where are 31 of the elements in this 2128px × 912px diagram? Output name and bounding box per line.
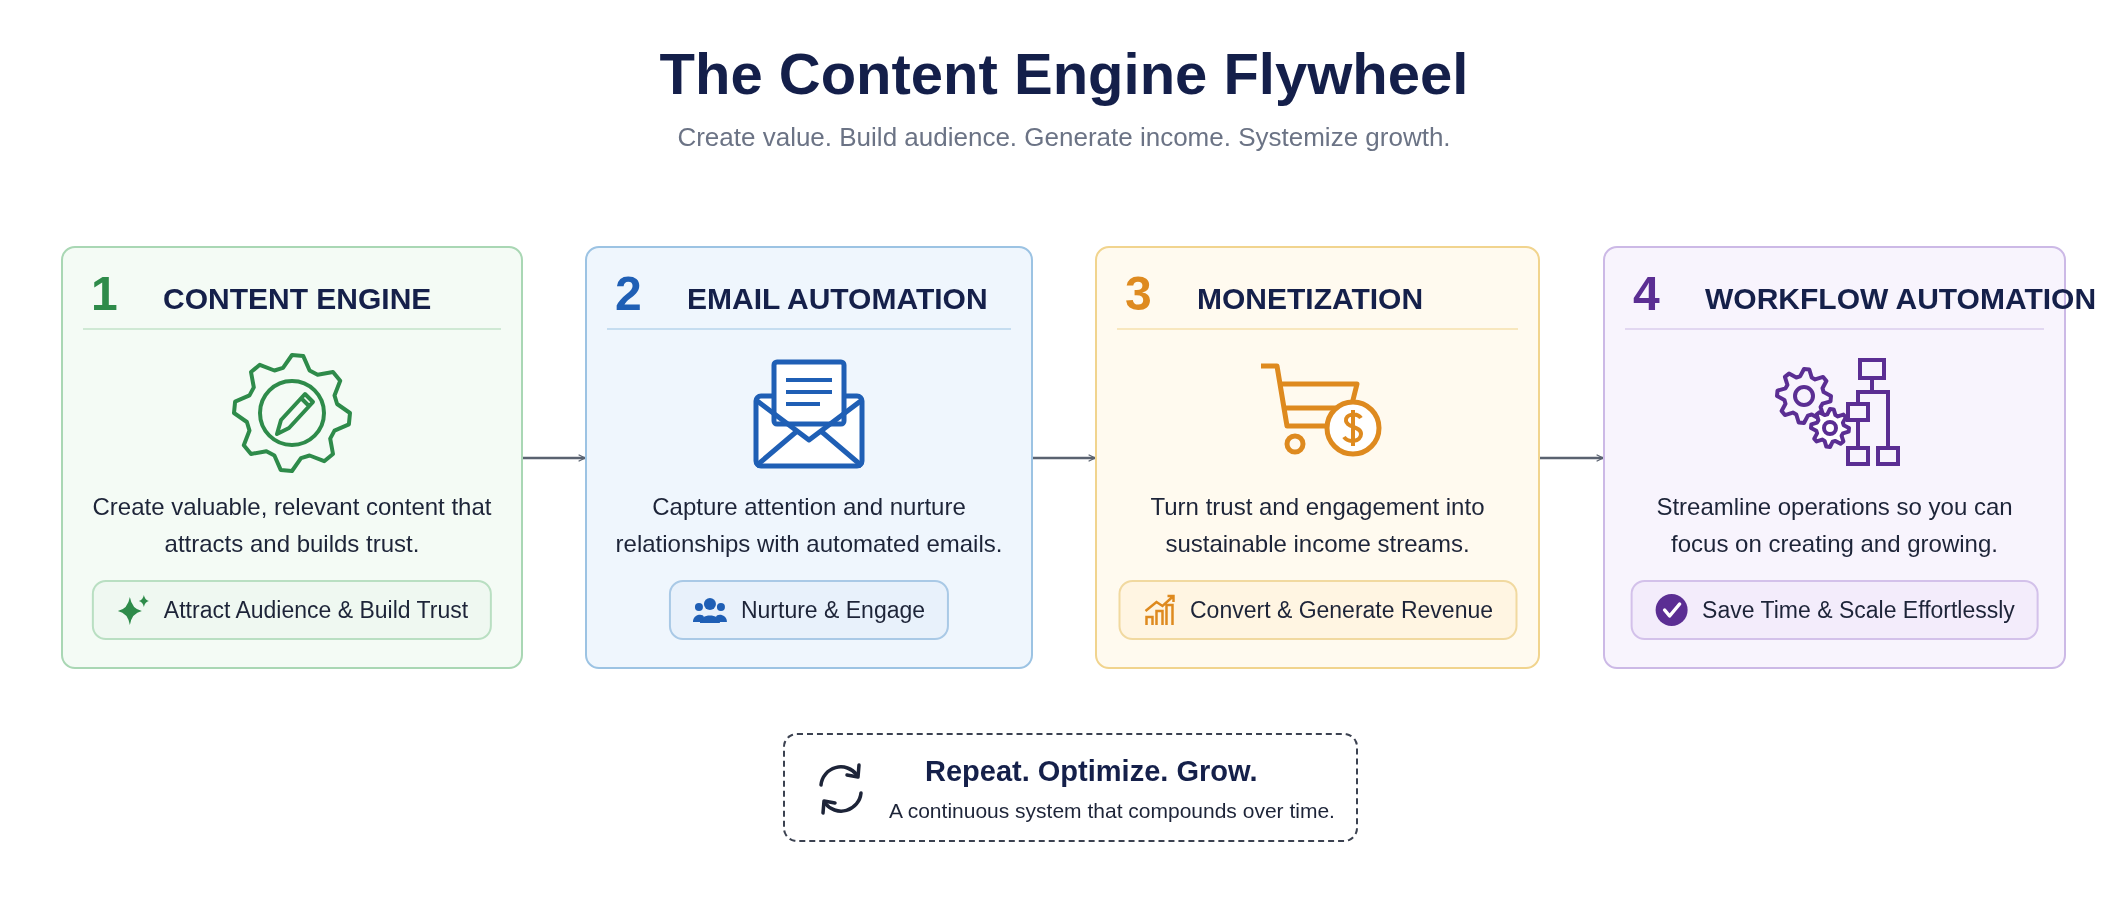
pill-label: Nurture & Engage <box>740 596 926 624</box>
step-description: Streamline operations so you can focus on creating and growing. <box>1655 492 2014 559</box>
pill-label: Convert & Generate Revenue <box>1190 596 1493 624</box>
pill-label: Save Time & Scale Effortlessly <box>1702 596 2015 624</box>
benefit-pill <box>668 580 950 640</box>
step-number: 1 <box>91 266 118 321</box>
step-heading: MONETIZATION <box>1197 282 1424 316</box>
step-card <box>1095 246 1540 669</box>
benefit-pill <box>1118 580 1517 640</box>
step-heading: WORKFLOW AUTOMATION <box>1705 282 2097 316</box>
step-number: 4 <box>1633 266 1660 321</box>
step-heading: CONTENT ENGINE <box>163 282 432 316</box>
step-heading: EMAIL AUTOMATION <box>687 282 988 316</box>
loop-heading: Repeat. Optimize. Grow. <box>925 755 1258 788</box>
pill-label: Attract Audience & Build Trust <box>163 596 469 624</box>
benefit-pill <box>91 580 493 640</box>
benefit-pill <box>1630 580 2039 640</box>
step-card <box>61 246 523 669</box>
arrow <box>523 454 586 462</box>
dashed-box <box>783 733 1358 842</box>
step-description: Create valuable, relevant content that attracts and builds trust. <box>91 492 493 559</box>
step-description: Capture attention and nurture relationships with automated emails. <box>614 492 1004 559</box>
step-number: 2 <box>615 266 642 321</box>
subtitle: Create value. Build audience. Generate income. Systemize growth. <box>676 122 1452 153</box>
title: The Content Engine Flywheel <box>658 40 1470 107</box>
loop-description: A continuous system that compounds over time. <box>889 799 1335 823</box>
step-card <box>585 246 1033 669</box>
arrow <box>1540 454 1604 462</box>
arrow <box>1033 454 1096 462</box>
step-description: Turn trust and engagement into sustainable income streams. <box>1149 492 1486 559</box>
step-number: 3 <box>1125 266 1152 321</box>
